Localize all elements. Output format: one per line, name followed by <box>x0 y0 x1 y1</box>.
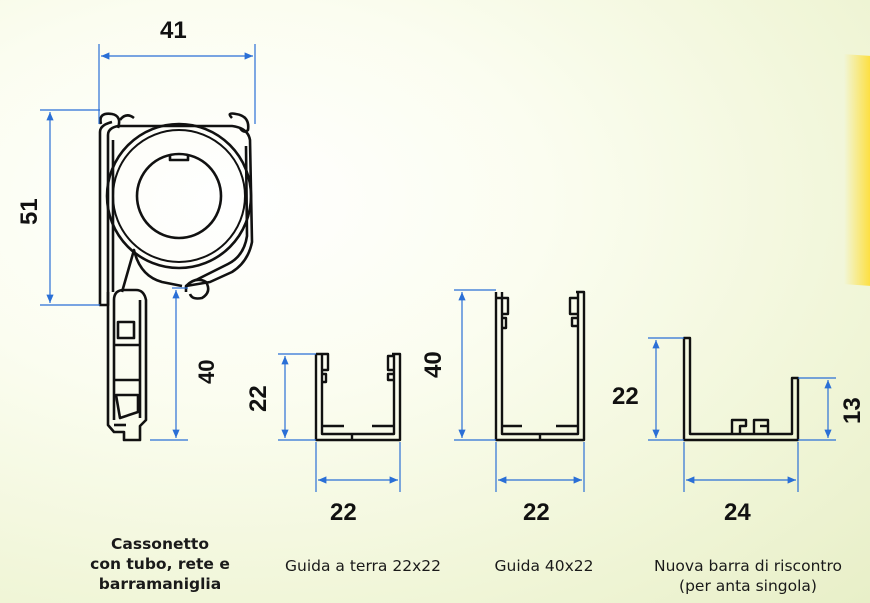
caption-barra: Nuova barra di riscontro (per anta singo… <box>628 556 868 596</box>
cassonetto-profile <box>98 112 254 442</box>
cassonetto-dimension-lines <box>40 44 256 441</box>
barra-dimension-lines <box>648 337 836 492</box>
guida-40-dimension-lines <box>454 289 585 492</box>
caption-barra-line-2: (per anta singola) <box>679 577 817 595</box>
dim-guida-terra-height: 22 <box>245 385 272 412</box>
dim-barra-small-height: 13 <box>839 397 866 424</box>
guida-terra-dimension-lines <box>278 353 401 492</box>
caption-cassonetto-line-1: Cassonetto <box>111 535 209 553</box>
dim-guida-terra-width: 22 <box>330 499 357 526</box>
caption-cassonetto-line-2: con tubo, rete e <box>90 555 230 573</box>
dim-cassonetto-height: 51 <box>16 198 43 225</box>
guida-40-profile <box>494 290 586 442</box>
caption-guida-40: Guida 40x22 <box>494 557 594 575</box>
dim-barra-height: 22 <box>612 383 639 410</box>
guida-terra-profile <box>314 352 402 442</box>
dim-cassonetto-width: 41 <box>160 17 187 44</box>
caption-guida-terra: Guida a terra 22x22 <box>285 557 441 575</box>
caption-barra-line-1: Nuova barra di riscontro <box>654 557 842 575</box>
dim-guida-40-height: 40 <box>420 351 447 378</box>
barra-riscontro-profile <box>682 336 800 442</box>
dim-bar-height: 40 <box>194 360 219 384</box>
caption-cassonetto-line-3: barramaniglia <box>98 575 222 593</box>
dim-guida-40-width: 22 <box>523 499 550 526</box>
dim-barra-width: 24 <box>724 499 751 526</box>
caption-cassonetto: Cassonetto con tubo, rete e barramanigli… <box>70 534 250 594</box>
